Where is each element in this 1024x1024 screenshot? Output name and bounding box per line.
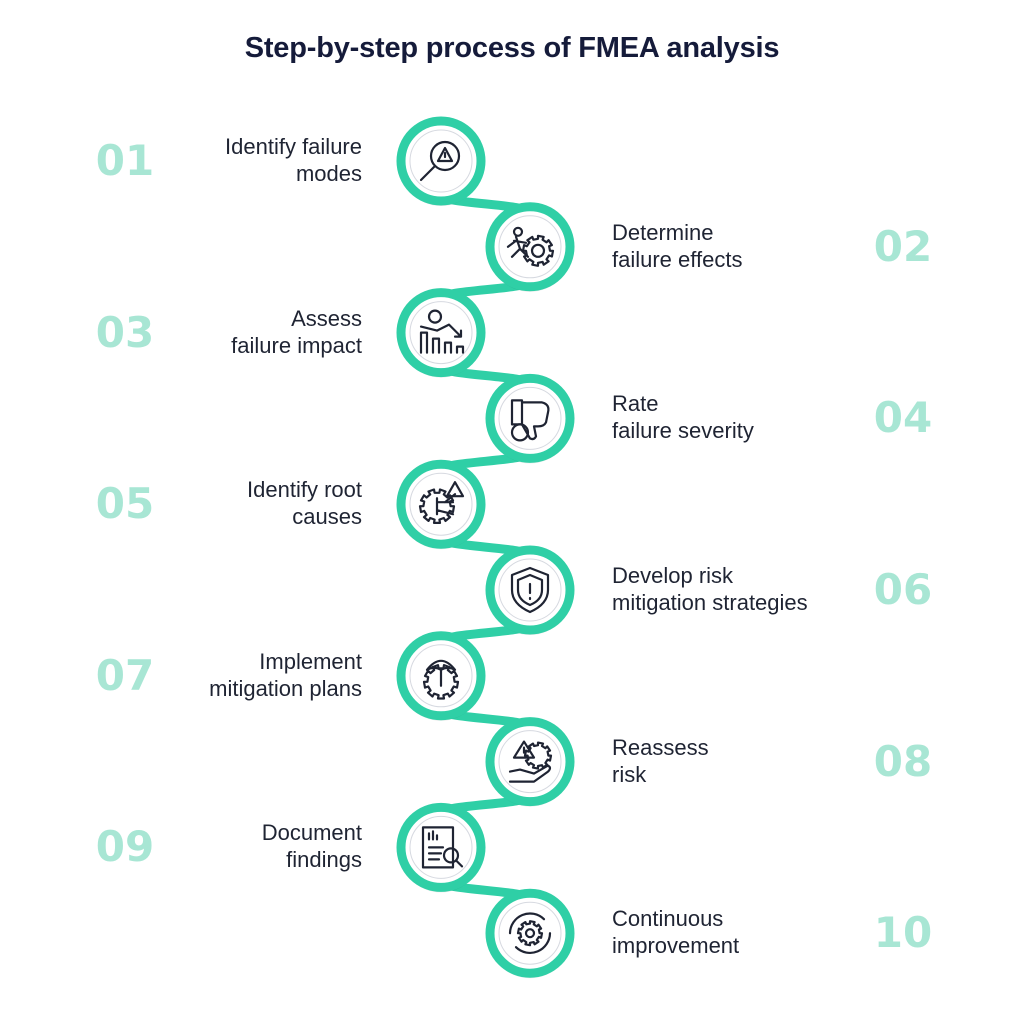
step-number-09: 09 (95, 822, 155, 872)
step-label-line2: mitigation strategies (612, 590, 808, 615)
step-label-line1: Determine (612, 219, 714, 245)
step-label-line1: Document (261, 820, 362, 846)
step-01-node (396, 116, 486, 206)
step-label-line2: modes (295, 161, 362, 186)
falling-chart-icon (419, 309, 465, 354)
step-06-node (485, 545, 575, 635)
step-03-node (396, 288, 486, 378)
step-08-node (485, 717, 575, 807)
step-number-08: 08 (873, 736, 933, 786)
step-label-line2: improvement (612, 933, 740, 959)
step-label-line2: failure effects (612, 246, 743, 272)
search-warning-icon (419, 140, 461, 182)
step-number-01: 01 (95, 136, 155, 185)
step-09-node (396, 802, 486, 893)
step-circle (485, 202, 575, 292)
step-04-node (485, 373, 575, 464)
step-circle (485, 373, 575, 463)
step-label-line1: Rate (612, 391, 659, 417)
step-circle (396, 288, 486, 378)
step-circle (485, 717, 575, 807)
step-label-line1: Reassess (612, 734, 709, 760)
page-title: Step-by-step process of FMEA analysis (244, 32, 780, 64)
step-number-03: 03 (95, 307, 155, 357)
step-label-line2: failure impact (231, 332, 362, 358)
step-circle-group (396, 116, 575, 979)
runner-gear-icon (506, 226, 555, 267)
step-label-line2: causes (292, 504, 362, 530)
step-label-line1: Assess (291, 305, 362, 331)
step-07-node (396, 631, 486, 721)
step-circle (485, 888, 575, 978)
step-label-line1: Identify failure (225, 134, 362, 159)
hand-warning-icon (508, 740, 553, 783)
step-number-06: 06 (873, 565, 933, 614)
thumbs-down-icon (510, 399, 550, 442)
umbrella-gear-icon (422, 659, 460, 700)
step-label-line2: failure severity (612, 418, 754, 444)
step-label-line1: Identify root (247, 477, 362, 503)
cycle-gear-icon (508, 912, 552, 954)
step-label-line1: Implement (259, 648, 362, 674)
step-label-line1: Develop risk (612, 563, 734, 588)
step-10-node (485, 888, 575, 979)
shield-alert-icon (510, 566, 550, 614)
step-number-10: 10 (873, 908, 933, 958)
step-number-04: 04 (873, 393, 933, 443)
step-label-line2: mitigation plans (209, 675, 362, 701)
step-number-02: 02 (873, 221, 933, 271)
step-number-07: 07 (95, 650, 155, 700)
report-search-icon (421, 826, 464, 869)
step-circle (396, 459, 486, 549)
step-02-node (485, 202, 575, 292)
step-label-line1: Continuous (612, 906, 724, 932)
step-label-line2: risk (612, 761, 647, 787)
step-05-node (396, 459, 486, 550)
step-number-05: 05 (95, 479, 155, 529)
circuit-gear-icon (418, 481, 465, 525)
step-label-line2: findings (286, 847, 362, 873)
